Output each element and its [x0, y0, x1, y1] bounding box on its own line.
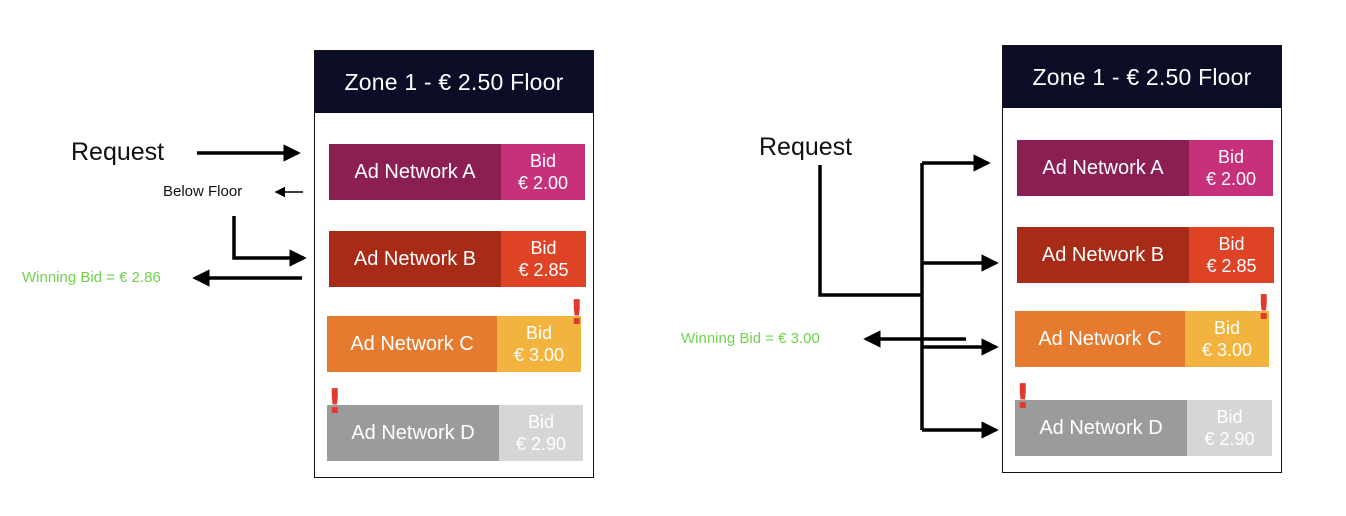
- right-request-label: Request: [759, 133, 853, 161]
- bid-value: € 3.00: [513, 345, 565, 365]
- bid-label: Bid: [1213, 318, 1240, 338]
- right-ad-network-b: Ad Network B Bid € 2.85: [1017, 227, 1274, 283]
- network-bid: Bid € 2.00: [1189, 140, 1273, 196]
- bid-label: Bid: [530, 238, 557, 258]
- network-name: Ad Network B: [329, 231, 501, 287]
- bid-label: Bid: [529, 151, 556, 171]
- left-retry-arrow: [232, 216, 307, 267]
- left-winning-bid-label: Winning Bid = € 2.86: [22, 269, 161, 286]
- right-ad-network-d: Ad Network D Bid € 2.90: [1015, 400, 1272, 456]
- network-bid: Bid € 2.00: [501, 144, 585, 200]
- network-name: Ad Network D: [1015, 400, 1187, 456]
- left-ad-network-c: Ad Network C Bid € 3.00: [327, 316, 581, 372]
- network-bid: Bid € 3.00: [1185, 311, 1269, 367]
- right-request-line: [818, 165, 922, 297]
- network-name: Ad Network C: [1015, 311, 1185, 367]
- network-bid: Bid € 2.85: [1189, 227, 1274, 283]
- alert-icon: !: [327, 382, 343, 422]
- bid-label: Bid: [1218, 234, 1245, 254]
- network-name: Ad Network B: [1017, 227, 1189, 283]
- alert-icon: !: [1015, 377, 1031, 417]
- network-bid: Bid € 2.90: [1187, 400, 1272, 456]
- alert-icon: !: [569, 293, 585, 333]
- left-ad-network-d: Ad Network D Bid € 2.90: [327, 405, 583, 461]
- bid-label: Bid: [527, 412, 554, 432]
- right-zone-title: Zone 1 - € 2.50 Floor: [1003, 46, 1281, 108]
- bid-label: Bid: [1217, 147, 1244, 167]
- left-ad-network-b: Ad Network B Bid € 2.85: [329, 231, 586, 287]
- left-ad-network-a: Ad Network A Bid € 2.00: [329, 144, 585, 200]
- network-name: Ad Network D: [327, 405, 499, 461]
- network-name: Ad Network C: [327, 316, 497, 372]
- right-winning-bid-label: Winning Bid = € 3.00: [681, 330, 820, 347]
- network-bid: Bid € 2.90: [499, 405, 583, 461]
- left-request-label: Request: [71, 138, 165, 166]
- alert-icon: !: [1256, 288, 1272, 328]
- network-bid: Bid € 2.85: [501, 231, 586, 287]
- bid-label: Bid: [525, 323, 552, 343]
- bid-value: € 2.00: [517, 173, 569, 193]
- bid-label: Bid: [1216, 407, 1243, 427]
- bid-value: € 2.85: [1206, 256, 1257, 276]
- left-zone-title: Zone 1 - € 2.50 Floor: [315, 51, 593, 113]
- bid-value: € 2.90: [515, 434, 567, 454]
- bid-value: € 2.00: [1205, 169, 1257, 189]
- network-bid: Bid € 3.00: [497, 316, 581, 372]
- bid-value: € 2.90: [1204, 429, 1255, 449]
- network-name: Ad Network A: [329, 144, 501, 200]
- bid-value: € 3.00: [1201, 340, 1253, 360]
- right-ad-network-c: Ad Network C Bid € 3.00: [1015, 311, 1269, 367]
- network-name: Ad Network A: [1017, 140, 1189, 196]
- left-below-floor-label: Below Floor: [163, 183, 243, 200]
- right-ad-network-a: Ad Network A Bid € 2.00: [1017, 140, 1273, 196]
- bid-value: € 2.85: [518, 260, 569, 280]
